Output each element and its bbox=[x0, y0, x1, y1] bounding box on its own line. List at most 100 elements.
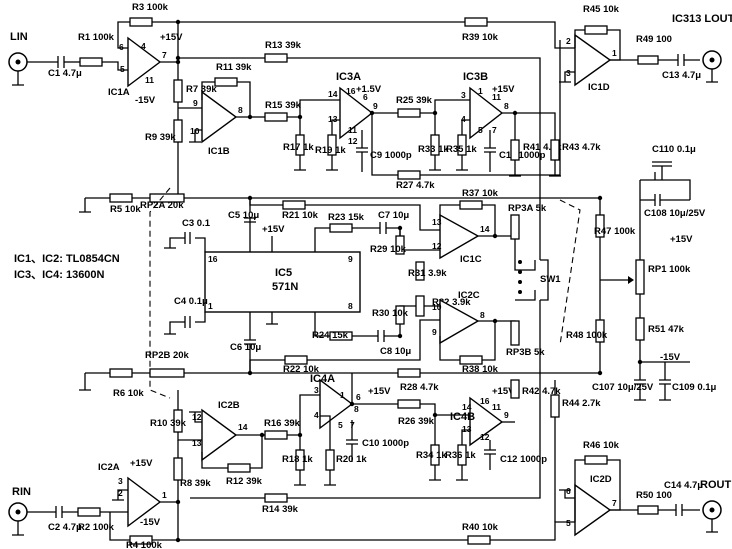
svg-text:12: 12 bbox=[192, 412, 202, 422]
r40-resistor bbox=[467, 535, 491, 545]
r4-label: R4 100k bbox=[126, 540, 163, 549]
pos-supply-label: +15V bbox=[670, 234, 693, 245]
svg-text:2: 2 bbox=[566, 36, 571, 46]
ic2b-opamp bbox=[201, 408, 238, 462]
r44-label: R44 2.7k bbox=[562, 398, 601, 409]
left-input-section: LIN C1 4.7μ R1 100k IC1A 65 411 7 R3 100… bbox=[8, 2, 183, 106]
ic4a-opamp bbox=[319, 378, 354, 430]
r28-resistor bbox=[397, 368, 421, 378]
ic1d-opamp bbox=[574, 33, 612, 87]
rp2-gang-link bbox=[149, 187, 171, 399]
sw1-switch[interactable] bbox=[540, 259, 549, 301]
chip-note-line1: IC1、IC2: TL0854CN bbox=[14, 253, 120, 265]
svg-text:10: 10 bbox=[432, 302, 442, 312]
ic3a-opamp bbox=[339, 86, 374, 140]
svg-text:6: 6 bbox=[119, 42, 124, 52]
svg-text:2: 2 bbox=[118, 488, 123, 498]
r1-label: R1 100k bbox=[78, 32, 115, 43]
r16-resistor bbox=[264, 430, 288, 440]
rp2-ganged-pot: R5 10k RP2A 20k R6 10k RP2B 20k bbox=[79, 182, 600, 399]
c6-label: C6 10μ bbox=[230, 342, 261, 353]
r27-resistor bbox=[397, 170, 421, 180]
right-input-section: RIN C2 4.7μ R2 100k IC2A +15V -15V 32 1 … bbox=[8, 458, 575, 549]
r36-label: R36 1k bbox=[445, 450, 476, 461]
r43-resistor bbox=[550, 139, 560, 161]
ic4a-supply: +15V bbox=[368, 386, 391, 397]
left-input-jack-center bbox=[15, 59, 21, 65]
r19-label: R19 1k bbox=[315, 145, 346, 156]
rp3b-label: RP3B 5k bbox=[506, 347, 545, 358]
c12-label: C12 1000p bbox=[500, 454, 547, 465]
ic5-supply: +15V bbox=[262, 224, 285, 235]
svg-text:9: 9 bbox=[193, 98, 198, 108]
rp1-pot bbox=[635, 259, 645, 295]
rp3b-pot bbox=[510, 320, 520, 346]
svg-text:14: 14 bbox=[328, 89, 338, 99]
c4-label: C4 0.1μ bbox=[174, 296, 208, 307]
ic2b-label: IC2B bbox=[218, 400, 240, 411]
ic4b-opamp bbox=[469, 396, 504, 447]
r13-label: R13 39k bbox=[265, 40, 302, 51]
r41-resistor bbox=[510, 139, 520, 161]
r43-label: R43 4.7k bbox=[562, 142, 601, 153]
r7-resistor bbox=[173, 79, 183, 103]
c9-label: C9 1000p bbox=[370, 150, 412, 161]
svg-text:13: 13 bbox=[432, 217, 442, 227]
r42-resistor bbox=[510, 379, 520, 399]
ic3a-supply: +1.5V bbox=[356, 84, 382, 95]
r45-resistor bbox=[584, 25, 608, 35]
r12-resistor bbox=[227, 463, 251, 473]
r20-resistor bbox=[325, 449, 335, 471]
c14-label: C14 4.7μ bbox=[664, 480, 703, 491]
sw1-label: SW1 bbox=[540, 274, 561, 285]
r37-resistor bbox=[459, 200, 483, 210]
r23-label: R23 15k bbox=[328, 212, 365, 223]
r9-label: R9 39k bbox=[145, 132, 176, 143]
svg-text:12: 12 bbox=[348, 136, 358, 146]
c5-label: C5 10μ bbox=[228, 210, 259, 221]
r34-label: R34 1k bbox=[416, 450, 447, 461]
r35-label: R35 1k bbox=[446, 144, 477, 155]
r31-label: R31 3.9k bbox=[408, 268, 447, 279]
svg-text:8: 8 bbox=[480, 310, 485, 320]
ic2c-opamp bbox=[439, 298, 480, 345]
c13-label: C13 4.7μ bbox=[662, 70, 701, 81]
svg-text:1: 1 bbox=[162, 490, 167, 500]
ic4b-supply: +15V bbox=[492, 386, 515, 397]
r47-label: R47 100k bbox=[594, 226, 636, 237]
r32-resistor bbox=[415, 295, 425, 317]
svg-text:11: 11 bbox=[492, 92, 501, 102]
ic4b-label: IC4B bbox=[450, 411, 475, 423]
svg-text:1: 1 bbox=[340, 390, 345, 400]
r26-resistor bbox=[397, 399, 421, 409]
left-processing-chain: R7 39k R9 39k IC1B 910 8 R11 39k R13 39k… bbox=[145, 40, 601, 260]
svg-text:12: 12 bbox=[432, 241, 442, 251]
r44-resistor bbox=[550, 394, 560, 418]
r48-label: R48 100k bbox=[566, 330, 608, 341]
r24-label: R24 15k bbox=[312, 330, 349, 341]
ic2d-opamp bbox=[574, 483, 612, 537]
ic3b-opamp bbox=[469, 86, 504, 140]
r39-label: R39 10k bbox=[462, 32, 499, 43]
c3-label: C3 0.1 bbox=[182, 218, 211, 229]
r22-label: R22 10k bbox=[283, 364, 320, 375]
ic1a-supply-neg: -15V bbox=[135, 95, 156, 106]
r30-label: R30 10k bbox=[372, 308, 409, 319]
svg-text:5: 5 bbox=[338, 420, 343, 430]
ic2a-label: IC2A bbox=[98, 462, 120, 473]
r2-resistor bbox=[77, 507, 101, 517]
ic2a-supply-neg: -15V bbox=[140, 517, 161, 528]
r38-label: R38 10k bbox=[462, 364, 499, 375]
ic4a-label: IC4A bbox=[310, 373, 335, 385]
rp3-gang-link bbox=[559, 199, 581, 346]
r14-label: R14 39k bbox=[262, 504, 299, 515]
ic3b-label: IC3B bbox=[463, 71, 488, 83]
r50-label: R50 100 bbox=[636, 490, 672, 501]
r15-resistor bbox=[264, 112, 288, 122]
svg-text:5: 5 bbox=[566, 518, 571, 528]
r6-resistor bbox=[109, 368, 133, 378]
right-output-label: ROUT bbox=[700, 479, 731, 491]
r49-resistor bbox=[637, 55, 659, 65]
neg-supply-label: -15V bbox=[660, 352, 681, 363]
